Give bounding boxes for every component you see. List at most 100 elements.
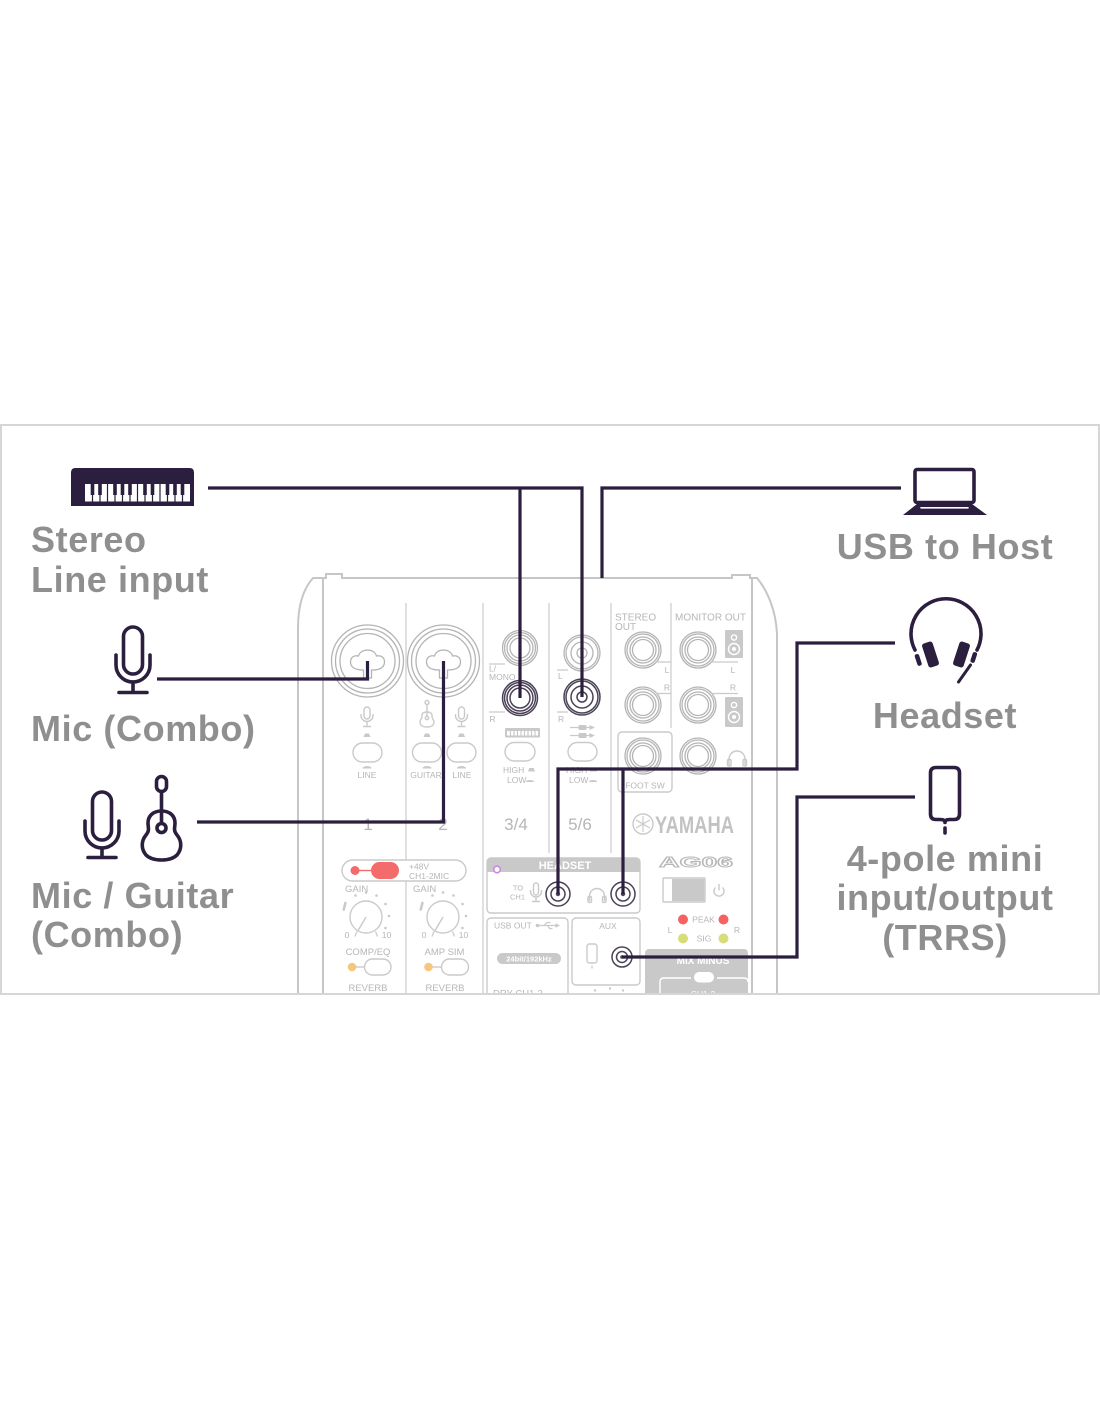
- speaker-woofer: [727, 642, 741, 656]
- gain-scale-ends: [431, 931, 456, 937]
- yamaha-emblem-icon: [632, 813, 654, 835]
- brand-section: YAMAHA AG06: [632, 812, 734, 903]
- jack-label-leaders: [557, 669, 568, 713]
- smartphone-symbol-icon: [586, 943, 598, 969]
- monitor-speaker-icon: [725, 697, 743, 727]
- level-label-low: LOW: [507, 775, 526, 785]
- switch-label: GUITAR: [410, 770, 441, 780]
- level-label-low: LOW: [569, 775, 588, 785]
- gain-min-label: 0: [422, 930, 427, 940]
- gain-knob: [426, 900, 460, 934]
- output-side-label: R: [664, 683, 670, 693]
- mic-symbol-stand: [529, 890, 543, 903]
- level-label-high: HIGH: [503, 765, 524, 775]
- microphone-icon: [114, 625, 152, 695]
- headphones-symbol-band: [728, 750, 746, 765]
- output-side-label: L: [731, 665, 736, 675]
- channel-number: 2: [438, 815, 447, 834]
- switch-pressed-mark: [423, 733, 465, 737]
- usb-out-panel: [486, 917, 569, 993]
- speaker-tweeter: [730, 634, 738, 641]
- speaker-woofer-center: [732, 647, 736, 651]
- mic-line-switch: [446, 742, 477, 763]
- mix-minus-panel: [645, 949, 748, 993]
- smartphone-body: [928, 765, 962, 825]
- microphone-capsule: [121, 625, 145, 676]
- mic-symbol-capsule: [532, 882, 540, 896]
- power-switch: [662, 877, 706, 903]
- headset-icon: [909, 596, 983, 684]
- device-body-outline: [297, 573, 778, 993]
- jack-ring: [631, 693, 655, 717]
- comp-eq-led: [347, 962, 357, 972]
- mic-line-switch: [352, 742, 383, 763]
- label-line: 4-pole mini: [846, 837, 1044, 879]
- cable-usb-to-host: [600, 486, 901, 578]
- switch-label: LINE: [358, 770, 377, 780]
- to-ch1-label: CH1: [510, 893, 525, 902]
- gain-scale-marker: [419, 901, 424, 911]
- label-line: Headset: [872, 694, 1018, 736]
- speaker-tweeter: [730, 701, 738, 709]
- cable-mic-combo: [157, 661, 370, 681]
- mic-guitar-combo-label: Mic / Guitar (Combo): [31, 875, 234, 955]
- mic-symbol-stand: [454, 714, 469, 728]
- channel-5-6-strip: L R HIGH LOW 5/6: [557, 634, 601, 834]
- rca-symbol-plug: [578, 725, 587, 730]
- keyboard-icon-black-keys: [90, 484, 185, 495]
- speaker-woofer: [727, 710, 741, 724]
- mix-minus-title: MIX MINUS: [677, 956, 730, 967]
- stereo-out-label: STEREO: [615, 613, 656, 624]
- format-badge-text: 24bit/192kHz: [506, 954, 552, 963]
- keyboard-icon: [71, 468, 194, 506]
- gain-scale-dot: [461, 926, 464, 930]
- gain-scale-dot: [384, 926, 387, 930]
- stereo-line-input-label: Stereo Line input: [31, 520, 209, 599]
- meter-right-label: R: [734, 925, 740, 935]
- reverb-label: REVERB: [348, 983, 387, 994]
- amp-sim-led: [424, 962, 433, 972]
- aux-panel: [571, 917, 641, 986]
- emblem-circle: [632, 813, 654, 835]
- mix-minus-inner-frame: [659, 977, 749, 993]
- switch-released-mark: [362, 766, 372, 769]
- channel-number: 3/4: [504, 815, 528, 834]
- guitar-switch: [411, 742, 443, 763]
- label-line: Stereo: [31, 519, 147, 560]
- gain-knob-pointer: [356, 916, 367, 932]
- jack-label: L/: [489, 664, 497, 674]
- headset-label: Headset: [814, 694, 1076, 736]
- output-label-leaders: [656, 661, 738, 695]
- peak-led-right: [718, 914, 729, 925]
- source-icons: [71, 467, 987, 862]
- output-side-label: R: [730, 683, 736, 693]
- format-badge: [497, 953, 561, 964]
- jack-ring: [686, 638, 710, 662]
- guitar-sound-hole: [155, 821, 168, 835]
- guitar-body: [140, 809, 183, 862]
- to-ch1-label: TO: [513, 884, 523, 893]
- jack-label: R: [490, 714, 496, 724]
- phantom-power-button: [371, 862, 399, 879]
- switch-position-dot: [608, 987, 612, 990]
- peak-led-left: [678, 914, 688, 925]
- label-line: USB to Host: [836, 526, 1054, 567]
- mic-symbol-icon: [454, 706, 469, 728]
- keyboard-icon-key-lines: [91, 484, 184, 502]
- usb-symbol-icon: [535, 921, 560, 930]
- gain-scale-dot: [461, 902, 464, 906]
- phantom-power-led: [350, 866, 360, 875]
- channel-strip-dividers: [405, 603, 672, 993]
- power-switch-frame: [662, 877, 706, 903]
- input-level-switch: [504, 741, 536, 762]
- keyboard-symbol-icon: [505, 728, 540, 738]
- foot-switch-jack: [624, 737, 662, 775]
- headset-title-bar: [487, 858, 640, 872]
- channel-number: 5/6: [568, 815, 592, 834]
- gain-scale-dot: [384, 902, 387, 906]
- headphones-symbol-cup: [742, 758, 748, 767]
- label-line: Mic (Combo): [31, 707, 256, 749]
- switch-pressed-mark: [363, 733, 371, 737]
- switch-position-dot: [593, 989, 597, 992]
- cables: [157, 486, 915, 959]
